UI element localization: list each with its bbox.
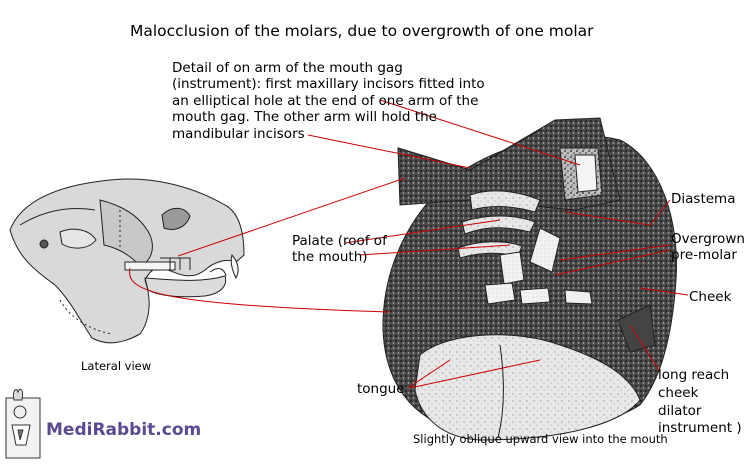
label-cheek-dilator: long reach cheek dilator instrument ) (658, 367, 742, 437)
leader-lines (128, 99, 689, 389)
label-palate: Palate (roof of the mouth) (292, 233, 387, 266)
brand-link[interactable]: MediRabbit.com (46, 420, 202, 440)
caption-lateral-view: Lateral view (81, 359, 152, 373)
medirabbit-logo-icon (5, 388, 41, 459)
label-diastema: Diastema (671, 191, 736, 207)
diagram-title: Malocclusion of the molars, due to overg… (130, 22, 594, 40)
label-tongue: tongue (357, 381, 405, 397)
mouth-interior-drawing (382, 117, 677, 441)
skull-lateral-drawing (9, 178, 245, 344)
label-overgrown-premolar: Overgrown pre-molar (671, 231, 745, 264)
caption-oblique-view: Slightly oblique upward view into the mo… (413, 432, 668, 446)
label-cheek: Cheek (689, 289, 732, 305)
label-mouth-gag-detail: Detail of on arm of the mouth gag (instr… (172, 60, 485, 142)
